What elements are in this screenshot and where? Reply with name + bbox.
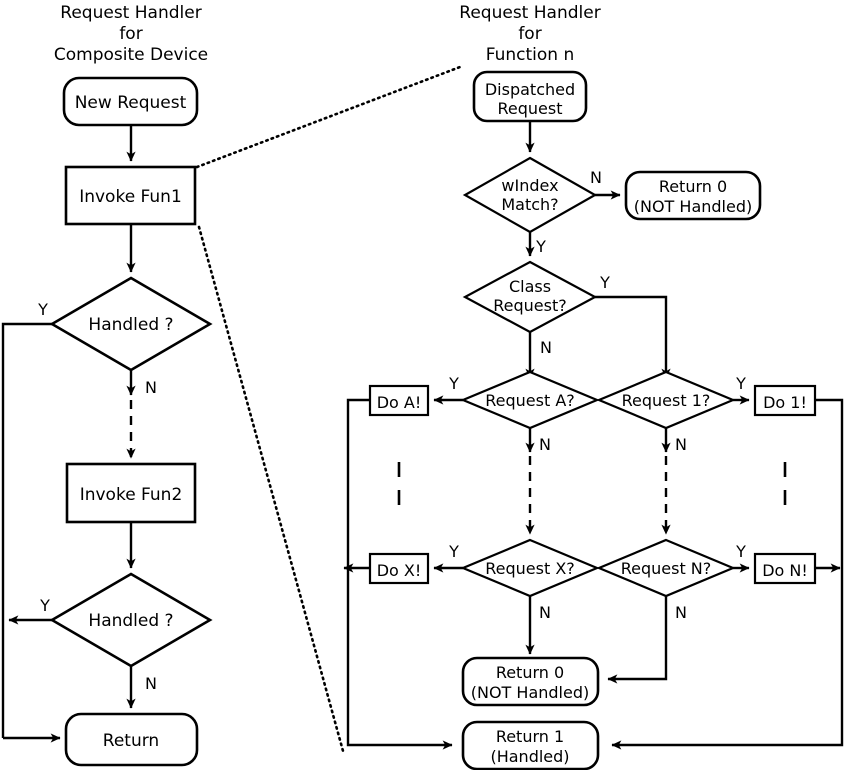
edge-request-n-no-to-return0 [607, 596, 668, 684]
node-request-n[interactable]: Request N? [596, 538, 736, 598]
label-windex-yes: Y [535, 237, 546, 256]
node-request-x[interactable]: Request X? [460, 538, 600, 598]
request-x-label: Request X? [485, 559, 575, 578]
node-handled-1[interactable]: Handled ? [49, 276, 213, 372]
label-request-1-yes: Y [735, 374, 746, 393]
right-title-line3: Function n [486, 45, 575, 65]
node-return-1[interactable]: Return 1 (Handled) [461, 720, 600, 770]
rail-right-to-return1 [611, 398, 844, 750]
invoke-fun2-shape [65, 462, 197, 524]
node-handled-2[interactable]: Handled ? [49, 572, 213, 668]
return-0-top-label-line2: (NOT Handled) [634, 197, 752, 216]
do-1-shape [753, 384, 817, 417]
node-invoke-fun1[interactable]: Invoke Fun1 [64, 165, 197, 226]
windex-match-label-line1: wIndex [501, 176, 558, 195]
label-request-x-yes: Y [448, 542, 459, 561]
label-request-n-yes: Y [735, 542, 746, 561]
dispatched-request-label-line1: Dispatched [485, 80, 575, 99]
right-title: Request Handler for Function n [459, 3, 600, 65]
left-title: Request Handler for Composite Device [54, 3, 208, 65]
label-request-a-yes: Y [448, 374, 459, 393]
dotted-connector-top [195, 65, 462, 169]
return-1-label-line1: Return 1 [496, 727, 564, 746]
label-handled-2-yes: Y [39, 596, 50, 615]
request-1-label: Request 1? [622, 391, 711, 410]
new-request-label: New Request [75, 93, 187, 113]
node-request-a[interactable]: Request A? [460, 370, 600, 430]
dispatched-request-label-line2: Request [498, 99, 563, 118]
do-n-label: Do N! [762, 561, 808, 580]
return-0-top-shape [624, 170, 762, 221]
windex-match-label-line2: Match? [501, 195, 558, 214]
node-return-0-bottom[interactable]: Return 0 (NOT Handled) [461, 656, 600, 707]
node-new-request[interactable]: New Request [62, 76, 199, 127]
label-request-a-no: N [539, 435, 551, 454]
do-n-shape [753, 552, 817, 585]
do-a-label: Do A! [377, 393, 422, 412]
do-x-label: Do X! [377, 561, 422, 580]
node-return[interactable]: Return [64, 712, 199, 767]
class-request-label-line2: Request? [493, 296, 566, 315]
label-handled-2-no: N [145, 674, 157, 693]
node-return-0-top[interactable]: Return 0 (NOT Handled) [624, 170, 762, 221]
label-request-n-no: N [675, 603, 687, 622]
invoke-fun2-label: Invoke Fun2 [80, 485, 183, 505]
left-title-line3: Composite Device [54, 45, 208, 65]
left-title-line2: for [119, 24, 142, 44]
return-1-label-line2: (Handled) [490, 747, 569, 766]
node-do-n[interactable]: Do N! [753, 552, 817, 585]
return-0-top-label-line1: Return 0 [659, 177, 727, 196]
request-a-label: Request A? [485, 391, 575, 410]
node-class-request[interactable]: Class Request? [462, 260, 598, 334]
label-windex-no: N [590, 168, 602, 187]
return-1-shape [461, 720, 600, 770]
label-handled-1-yes: Y [37, 300, 48, 319]
right-title-line2: for [518, 24, 541, 44]
rail-left-to-return1 [346, 398, 453, 750]
return-label: Return [103, 731, 159, 751]
label-class-no: N [540, 338, 552, 357]
node-windex-match[interactable]: wIndex Match? [462, 156, 598, 234]
label-request-x-no: N [539, 603, 551, 622]
return-shape [64, 712, 199, 767]
node-invoke-fun2[interactable]: Invoke Fun2 [65, 462, 197, 524]
node-do-1[interactable]: Do 1! [753, 384, 817, 417]
return-0-bottom-label-line2: (NOT Handled) [471, 683, 589, 702]
invoke-fun1-shape [64, 165, 197, 226]
label-handled-1-no: N [145, 378, 157, 397]
right-title-line1: Request Handler [459, 3, 600, 23]
node-dispatched-request[interactable]: Dispatched Request [472, 70, 588, 123]
return-0-bottom-label-line1: Return 0 [496, 663, 564, 682]
edge-class-yes-to-request1 [595, 295, 671, 379]
handled-1-label: Handled ? [88, 315, 173, 335]
invoke-fun1-label: Invoke Fun1 [79, 187, 182, 207]
left-title-line1: Request Handler [60, 3, 201, 23]
class-request-label-line1: Class [509, 277, 551, 296]
node-do-a[interactable]: Do A! [368, 384, 430, 417]
return-0-bottom-shape [461, 656, 600, 707]
label-class-yes: Y [599, 273, 610, 292]
node-request-1[interactable]: Request 1? [596, 370, 736, 430]
handled-2-label: Handled ? [88, 611, 173, 631]
do-x-shape [368, 552, 430, 585]
do-1-label: Do 1! [763, 393, 807, 412]
node-do-x[interactable]: Do X! [368, 552, 430, 585]
dotted-connector-bottom [197, 225, 345, 753]
edge-handled1-yes-rail [1, 322, 52, 738]
label-request-1-no: N [675, 435, 687, 454]
request-n-label: Request N? [621, 559, 712, 578]
